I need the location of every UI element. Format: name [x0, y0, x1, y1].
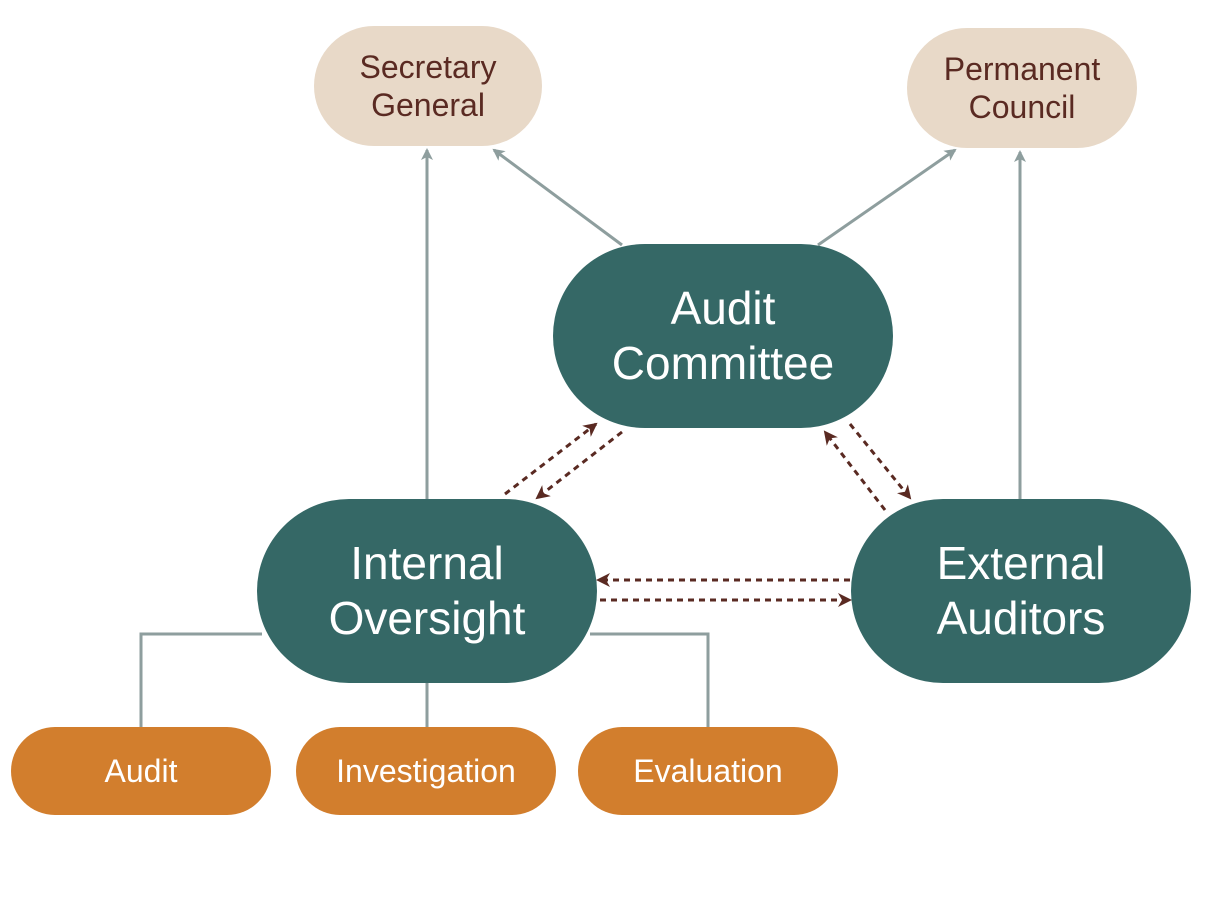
node-permanent-council-line2: Council [968, 89, 1076, 125]
node-internal-oversight-line2: Oversight [328, 592, 526, 644]
node-external-auditors-line1: External [936, 537, 1106, 589]
tree-line-to-audit [139, 632, 262, 728]
coord-arrow-external-to-committee [823, 430, 887, 511]
node-evaluation: Evaluation [578, 727, 838, 815]
reporting-line-audit-committee-to-council [817, 148, 957, 247]
tree-line-to-evaluation [590, 632, 710, 728]
node-audit-committee-line1: Audit [670, 282, 776, 334]
node-secretary-general: Secretary General [314, 26, 542, 146]
coord-arrow-internal-to-committee [504, 422, 598, 496]
node-evaluation-label: Evaluation [633, 752, 783, 789]
reporting-line-audit-committee-to-secretary [492, 148, 623, 247]
node-audit-committee-line2: Committee [611, 337, 835, 389]
coord-arrow-committee-to-external [848, 423, 912, 500]
node-internal-oversight: Internal Oversight [257, 499, 597, 683]
node-audit-label: Audit [104, 752, 178, 789]
node-external-auditors-line2: Auditors [936, 592, 1106, 644]
node-investigation-label: Investigation [336, 752, 516, 789]
node-internal-oversight-line1: Internal [350, 537, 504, 589]
node-permanent-council-line1: Permanent [943, 51, 1101, 87]
node-secretary-general-line1: Secretary [359, 49, 497, 85]
node-audit: Audit [11, 727, 271, 815]
node-investigation: Investigation [296, 727, 556, 815]
node-permanent-council: Permanent Council [907, 28, 1137, 148]
node-external-auditors: External Auditors [851, 499, 1191, 683]
coord-arrow-committee-to-internal [535, 430, 623, 500]
node-audit-committee: Audit Committee [553, 244, 893, 428]
node-secretary-general-line2: General [371, 87, 485, 123]
